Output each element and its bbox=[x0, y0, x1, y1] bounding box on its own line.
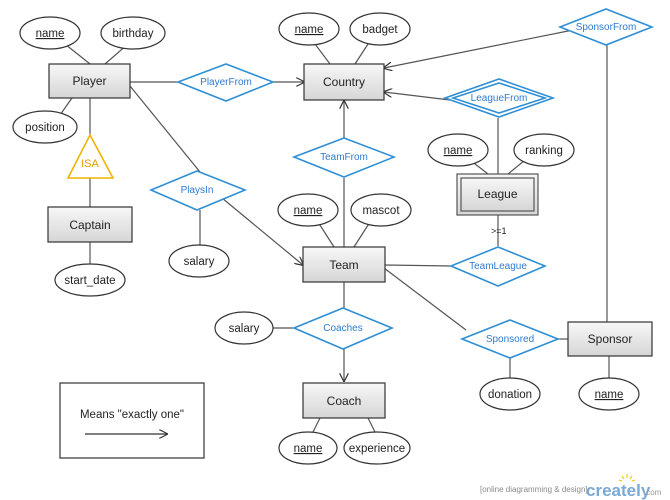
attr-captain-startdate[interactable]: start_date bbox=[54, 263, 126, 297]
attr-country-badget-label: badget bbox=[362, 24, 398, 36]
rel-coaches[interactable]: Coaches bbox=[291, 307, 395, 350]
entity-player[interactable]: Player bbox=[48, 63, 131, 99]
footer-tagline: [online diagramming & design] bbox=[480, 485, 588, 494]
attr-coach-name-label: name bbox=[294, 443, 323, 455]
entity-league-label: League bbox=[477, 187, 517, 201]
entity-captain-label: Captain bbox=[69, 218, 110, 232]
attr-country-name-label: name bbox=[295, 24, 324, 36]
rel-teamleague[interactable]: TeamLeague bbox=[448, 246, 548, 287]
entity-coach[interactable]: Coach bbox=[302, 382, 386, 419]
edge-league-ranking bbox=[507, 159, 526, 175]
attr-league-ranking[interactable]: ranking bbox=[513, 133, 575, 167]
attr-player-birthday[interactable]: birthday bbox=[100, 16, 166, 50]
edge-leaguefrom-country bbox=[384, 92, 451, 101]
entity-country[interactable]: Country bbox=[303, 63, 385, 101]
rel-leaguefrom[interactable]: LeagueFrom bbox=[442, 78, 556, 118]
rel-isa[interactable]: ISA bbox=[66, 133, 115, 179]
attr-country-badget[interactable]: badget bbox=[349, 12, 411, 46]
legend-box: Means "exactly one" bbox=[59, 382, 205, 459]
footer: [online diagramming & design] creately .… bbox=[480, 474, 662, 500]
edge-team-mascot bbox=[353, 221, 371, 248]
attr-team-name-label: name bbox=[294, 205, 323, 217]
attr-coach-experience-label: experience bbox=[349, 443, 405, 455]
rel-sponsorfrom-label: SponsorFrom bbox=[576, 22, 637, 33]
attr-team-mascot[interactable]: mascot bbox=[350, 193, 412, 227]
creately-logo[interactable]: creately bbox=[586, 481, 651, 500]
entity-team-label: Team bbox=[329, 258, 358, 272]
rel-sponsorfrom[interactable]: SponsorFrom bbox=[557, 8, 655, 46]
entity-team[interactable]: Team bbox=[302, 246, 386, 283]
edge-country-badget bbox=[354, 43, 369, 65]
rel-sponsored[interactable]: Sponsored bbox=[459, 319, 561, 359]
rel-sponsored-label: Sponsored bbox=[486, 334, 534, 345]
rel-isa-label: ISA bbox=[81, 158, 99, 170]
attr-sponsored-donation-label: donation bbox=[488, 389, 532, 401]
attr-playsin-salary[interactable]: salary bbox=[168, 244, 230, 278]
attr-player-name-label: name bbox=[36, 28, 65, 40]
attr-league-name[interactable]: name bbox=[427, 133, 489, 167]
rel-playerfrom[interactable]: PlayerFrom bbox=[175, 63, 276, 102]
rel-teamfrom[interactable]: TeamFrom bbox=[291, 137, 397, 178]
entity-captain[interactable]: Captain bbox=[47, 206, 133, 243]
attr-playsin-salary-label: salary bbox=[184, 256, 215, 268]
attributes: name birthday position start_date name b… bbox=[12, 12, 640, 465]
attr-sponsor-name[interactable]: name bbox=[578, 377, 640, 411]
edge-player-position bbox=[59, 97, 73, 116]
edge-player-name bbox=[64, 43, 91, 65]
edge-coach-name bbox=[311, 417, 321, 435]
attr-coach-experience[interactable]: experience bbox=[343, 431, 411, 465]
rel-coaches-label: Coaches bbox=[323, 323, 362, 334]
rel-playerfrom-label: PlayerFrom bbox=[200, 77, 252, 88]
edge-coach-experience bbox=[367, 417, 377, 435]
edge-team-sponsored bbox=[383, 267, 467, 331]
edge-country-name bbox=[314, 43, 331, 65]
attr-player-name[interactable]: name bbox=[19, 16, 81, 50]
attr-coaches-salary[interactable]: salary bbox=[214, 311, 274, 345]
attr-team-mascot-label: mascot bbox=[362, 205, 400, 217]
entity-country-label: Country bbox=[323, 75, 365, 89]
attr-country-name[interactable]: name bbox=[278, 12, 340, 46]
edge-playsin-team bbox=[221, 197, 303, 265]
attr-coach-name[interactable]: name bbox=[278, 431, 338, 465]
attr-league-name-label: name bbox=[444, 145, 473, 157]
sun-icon bbox=[618, 474, 636, 482]
attr-player-birthday-label: birthday bbox=[113, 28, 154, 40]
relationships: PlayerFrom SponsorFrom LeagueFrom TeamFr… bbox=[66, 8, 655, 359]
connectors bbox=[59, 29, 610, 435]
entity-coach-label: Coach bbox=[327, 394, 362, 408]
edge-team-name bbox=[317, 221, 335, 248]
attr-player-position-label: position bbox=[25, 122, 65, 134]
rel-teamfrom-label: TeamFrom bbox=[320, 152, 368, 163]
rel-leaguefrom-label: LeagueFrom bbox=[471, 93, 528, 104]
entity-league[interactable]: League bbox=[456, 173, 539, 216]
rel-playsin-label: PlaysIn bbox=[181, 185, 214, 196]
attr-coaches-salary-label: salary bbox=[229, 323, 260, 335]
rel-playsin[interactable]: PlaysIn bbox=[148, 170, 248, 211]
creately-logo-suffix: .com bbox=[644, 488, 662, 497]
entities: Player Country Captain League Team Coach… bbox=[47, 63, 653, 419]
edge-player-playsin bbox=[129, 85, 201, 173]
attr-sponsor-name-label: name bbox=[595, 389, 624, 401]
edge-sponsorfrom-country bbox=[384, 29, 574, 68]
attr-sponsored-donation[interactable]: donation bbox=[479, 377, 541, 411]
entity-sponsor-label: Sponsor bbox=[588, 332, 633, 346]
rel-teamleague-label: TeamLeague bbox=[469, 261, 527, 272]
entity-player-label: Player bbox=[72, 74, 106, 88]
cardinality-teamleague: >=1 bbox=[491, 226, 507, 236]
attr-team-name[interactable]: name bbox=[277, 193, 339, 227]
attr-league-ranking-label: ranking bbox=[525, 145, 563, 157]
legend-text: Means "exactly one" bbox=[80, 409, 184, 421]
attr-captain-startdate-label: start_date bbox=[64, 275, 115, 287]
entity-sponsor[interactable]: Sponsor bbox=[567, 321, 653, 357]
edge-team-teamleague bbox=[384, 264, 453, 267]
attr-player-position[interactable]: position bbox=[12, 110, 78, 144]
